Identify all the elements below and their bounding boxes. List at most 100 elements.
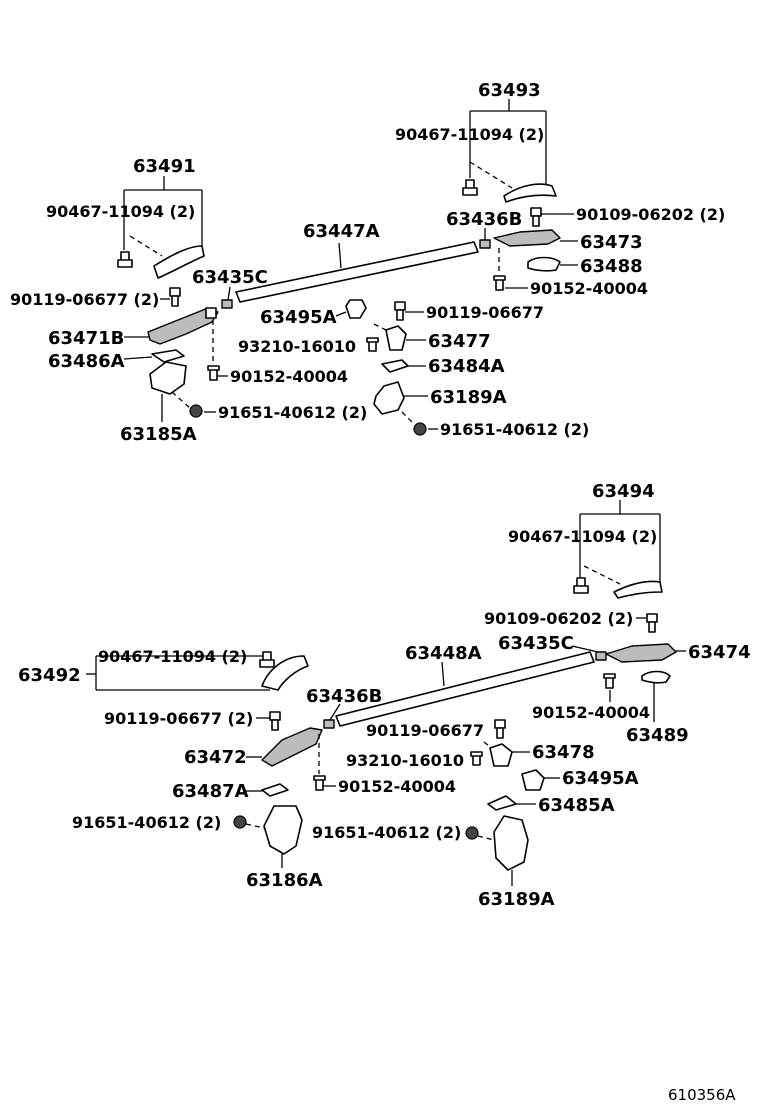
bracket-63186A — [263, 805, 303, 855]
screw-icon — [117, 251, 133, 268]
callout-bracket-63491 — [123, 176, 203, 250]
label-90467-11094-lower-left: 90467-11094 (2) — [98, 647, 247, 666]
diagram-reference-id: 610356A — [668, 1086, 736, 1104]
label-63435C: 63435C — [192, 267, 268, 288]
rail-joint-63435C-lower — [595, 651, 607, 661]
bracket-63189A-lower — [493, 815, 529, 871]
leader-dashed — [477, 835, 495, 841]
leader-line — [571, 645, 599, 653]
rail-end-cover-63491 — [153, 245, 205, 279]
leader-line — [338, 242, 342, 269]
label-90467-11094-top: 90467-11094 (2) — [395, 125, 544, 144]
label-91651-40612-right: 91651-40612 (2) — [440, 420, 589, 439]
screw-icon — [646, 613, 658, 633]
rail-leg-63474 — [605, 643, 677, 663]
label-63486A: 63486A — [48, 351, 125, 372]
label-90467-11094-left: 90467-11094 (2) — [46, 202, 195, 221]
gasket-63487A — [261, 783, 289, 797]
label-63493: 63493 — [478, 80, 541, 101]
label-63487A: 63487A — [172, 781, 249, 802]
screw-icon — [573, 577, 589, 594]
label-63186A: 63186A — [246, 870, 323, 891]
leader-dashed — [129, 235, 163, 257]
gasket-63488 — [527, 256, 561, 272]
rail-leg-63473 — [493, 229, 561, 247]
rail-joint-63435C — [221, 299, 233, 309]
nut-icon — [233, 815, 247, 829]
label-90152-40004-lower-right: 90152-40004 — [532, 703, 650, 722]
rail-joint-63436B — [479, 239, 491, 249]
label-63492: 63492 — [18, 665, 81, 686]
rail-end-cover-63492 — [261, 655, 309, 691]
label-63485A: 63485A — [538, 795, 615, 816]
bolt-icon — [313, 775, 326, 791]
bracket-63189A — [373, 381, 405, 415]
bolt-icon — [366, 337, 379, 352]
label-91651-40612-left: 91651-40612 (2) — [218, 403, 367, 422]
label-63448A: 63448A — [405, 643, 482, 664]
screw-icon — [530, 207, 542, 227]
bolt-icon — [470, 751, 483, 766]
leader-dashed — [469, 161, 513, 189]
leader-line — [335, 311, 347, 317]
label-93210-16010-lower: 93210-16010 — [346, 751, 464, 770]
support-63495A-lower — [521, 769, 545, 791]
label-63436B-lower: 63436B — [306, 686, 382, 707]
label-90152-40004-right: 90152-40004 — [530, 279, 648, 298]
rail-joint-63436B-lower — [323, 719, 335, 729]
screw-icon — [462, 179, 478, 196]
label-90109-06202-lower: 90109-06202 (2) — [484, 609, 633, 628]
label-63435C-lower: 63435C — [498, 633, 574, 654]
label-91651-40612-lower-right: 91651-40612 (2) — [312, 823, 461, 842]
label-63489: 63489 — [626, 725, 689, 746]
label-63491: 63491 — [133, 156, 196, 177]
label-63189A-lower: 63189A — [478, 889, 555, 910]
nut-icon — [465, 826, 479, 840]
gasket-63485A — [487, 795, 517, 811]
leader-dashed — [401, 411, 415, 425]
label-90119-06677-left: 90119-06677 (2) — [10, 290, 159, 309]
leader-line — [329, 703, 341, 721]
label-90119-06677-lower-left: 90119-06677 (2) — [104, 709, 253, 728]
gasket-63489 — [641, 670, 671, 684]
label-63484A: 63484A — [428, 356, 505, 377]
label-63488: 63488 — [580, 256, 643, 277]
screw-icon — [169, 287, 181, 307]
leader-line — [123, 356, 153, 360]
rail-end-cover-63493 — [503, 183, 557, 203]
label-63472: 63472 — [184, 747, 247, 768]
leader-dashed — [373, 323, 387, 331]
callout-bracket-63494 — [579, 500, 661, 582]
label-63477: 63477 — [428, 331, 491, 352]
label-63495A-lower: 63495A — [562, 768, 639, 789]
bolt-icon — [207, 365, 220, 381]
bolt-icon — [603, 673, 616, 689]
leader-dashed — [171, 391, 191, 409]
label-63478: 63478 — [532, 742, 595, 763]
label-63185A: 63185A — [120, 424, 197, 445]
label-91651-40612-lower-left: 91651-40612 (2) — [72, 813, 221, 832]
bracket-63185A — [149, 361, 187, 395]
label-90119-06677-lower-mid: 90119-06677 — [366, 721, 484, 740]
bolt-icon — [493, 275, 506, 291]
leader-line — [227, 286, 231, 301]
label-63473: 63473 — [580, 232, 643, 253]
label-63494: 63494 — [592, 481, 655, 502]
gasket-63484A — [381, 359, 409, 373]
cap-63477 — [385, 325, 407, 351]
rail-end-cover-63494 — [613, 580, 663, 599]
label-93210-16010: 93210-16010 — [238, 337, 356, 356]
roof-rail-63448A — [335, 651, 595, 727]
screw-icon — [394, 301, 406, 321]
nut-icon — [189, 404, 203, 418]
support-63495A — [345, 299, 367, 319]
cap-63478 — [489, 743, 513, 767]
rail-leg-63472 — [261, 727, 323, 767]
label-63471B: 63471B — [48, 328, 124, 349]
screw-icon — [259, 651, 275, 668]
label-63436B: 63436B — [446, 209, 522, 230]
rail-leg-63471B-end — [205, 307, 217, 319]
nut-icon — [413, 422, 427, 436]
